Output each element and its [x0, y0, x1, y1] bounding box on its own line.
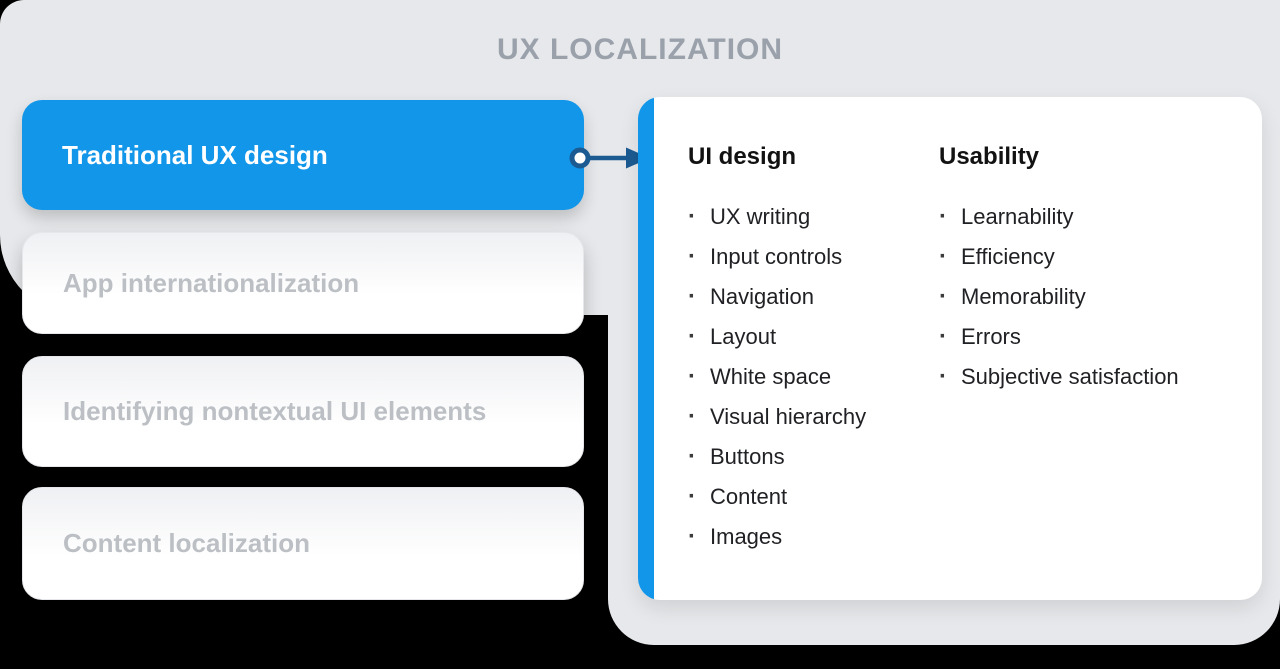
ui-design-list: ·UX writing ·Input controls ·Navigation …: [688, 197, 939, 557]
list-item-label: Learnability: [961, 204, 1074, 229]
list-item: · Content: [688, 477, 939, 517]
list-item-label: Layout: [710, 324, 777, 349]
bullet-icon: ·: [688, 243, 696, 270]
list-item-label: Errors: [961, 324, 1021, 349]
bullet-icon: ·: [688, 483, 696, 510]
bullet-icon: ·: [688, 203, 696, 230]
column-header: UI design: [688, 143, 797, 170]
sidebar-item-content-localization[interactable]: Content localization: [22, 487, 584, 600]
sidebar-item-traditional-ux-design[interactable]: Traditional UX design: [22, 100, 584, 210]
detail-panel: UI design · UX writing · Input controls · N…: [638, 97, 1262, 600]
list-item-label: Visual hierarchy: [710, 404, 867, 429]
bullet-icon: ·: [939, 203, 947, 230]
column-usability: Usability · Learnability · Efficiency · Mem…: [939, 141, 1242, 397]
list-item: · Errors: [939, 317, 1242, 357]
list-item-label: White space: [710, 364, 832, 389]
bullet-icon: ·: [939, 363, 947, 390]
bullet-icon: ·: [688, 323, 696, 350]
bullet-icon: ·: [939, 283, 947, 310]
list-item: · Memorability: [939, 277, 1242, 317]
bullet-icon: ·: [688, 363, 696, 390]
list-item: · Layout: [688, 317, 939, 357]
bullet-icon: ·: [688, 443, 696, 470]
list-item: · Learnability: [939, 197, 1242, 237]
usability-list: ·Learnability ·Efficiency ·Memorability …: [939, 197, 1242, 397]
list-item: · White space: [688, 357, 939, 397]
sidebar-item-identifying-nontextual-ui-elements[interactable]: Identifying nontextual UI elements: [22, 356, 584, 467]
bullet-icon: ·: [939, 243, 947, 270]
sidebar-item-label: Traditional UX design: [62, 139, 328, 170]
list-item-label: Images: [710, 524, 783, 549]
list-item-label: Input controls: [710, 244, 843, 269]
sidebar-item-label: Identifying nontextual UI elements: [63, 396, 487, 426]
list-item: · Visual hierarchy: [688, 397, 939, 437]
page-title: UX LOCALIZATION: [496, 33, 784, 66]
list-item: · UX writing: [688, 197, 939, 237]
list-item: · Efficiency: [939, 237, 1242, 277]
list-item: · Subjective satisfaction: [939, 357, 1242, 397]
detail-panel-accent-strip: [638, 97, 654, 600]
column-ui-design: UI design · UX writing · Input controls · N…: [688, 141, 939, 557]
list-item: · Navigation: [688, 277, 939, 317]
sidebar-item-label: App internationalization: [63, 267, 360, 298]
bullet-icon: ·: [688, 403, 696, 430]
list-item: · Input controls: [688, 237, 939, 277]
column-header: Usability: [939, 143, 1040, 170]
list-item-label: Navigation: [710, 284, 814, 309]
connector-arrow-icon: [569, 147, 650, 169]
list-item-label: UX writing: [710, 204, 811, 229]
sidebar-item-app-internationalization[interactable]: App internationalization: [22, 232, 584, 334]
bullet-icon: ·: [688, 523, 696, 550]
list-item-label: Content: [710, 484, 788, 509]
list-item-label: Memorability: [961, 284, 1086, 309]
list-item-label: Buttons: [710, 444, 785, 469]
list-item-label: Subjective satisfaction: [961, 364, 1179, 389]
sidebar-item-label: Content localization: [63, 528, 310, 558]
list-item: · Buttons: [688, 437, 939, 477]
detail-panel-body: UI design · UX writing · Input controls · N…: [654, 97, 1262, 600]
bullet-icon: ·: [688, 283, 696, 310]
bullet-icon: ·: [939, 323, 947, 350]
list-item: · Images: [688, 517, 939, 557]
list-item-label: Efficiency: [961, 244, 1055, 269]
